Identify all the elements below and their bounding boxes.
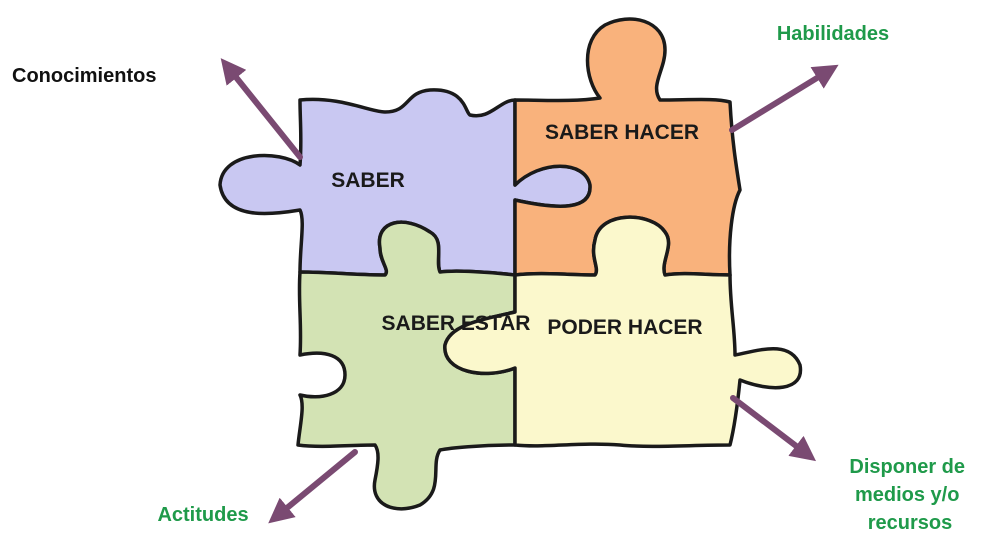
label-disponer-line-3: recursos — [868, 512, 953, 534]
label-actitudes-line: Actitudes — [157, 504, 248, 526]
piece-label-saber: SABER — [331, 169, 405, 192]
label-disponer: Disponer de medios y/o recursos — [849, 456, 970, 534]
label-habilidades-line: Habilidades — [777, 23, 889, 45]
label-conocimientos-line: Conocimientos — [12, 65, 156, 87]
label-conocimientos: Conocimientos — [12, 65, 156, 87]
label-actitudes: Actitudes — [157, 504, 248, 526]
label-disponer-line-1: Disponer de — [849, 456, 965, 478]
piece-label-saber-hacer: SABER HACER — [545, 121, 699, 144]
arrow-habilidades — [729, 64, 839, 133]
piece-label-saber-estar: SABER ESTAR — [382, 312, 531, 335]
arrow-conocimientos — [220, 58, 303, 160]
arrow-actitudes — [268, 449, 358, 524]
label-habilidades: Habilidades — [777, 23, 889, 45]
label-disponer-line-2: medios y/o — [855, 484, 959, 506]
piece-label-poder-hacer: PODER HACER — [547, 316, 702, 339]
puzzle-piece-saber-estar — [296, 220, 517, 511]
arrow-disponer — [730, 395, 817, 462]
puzzle-piece-poder-hacer — [443, 215, 803, 449]
